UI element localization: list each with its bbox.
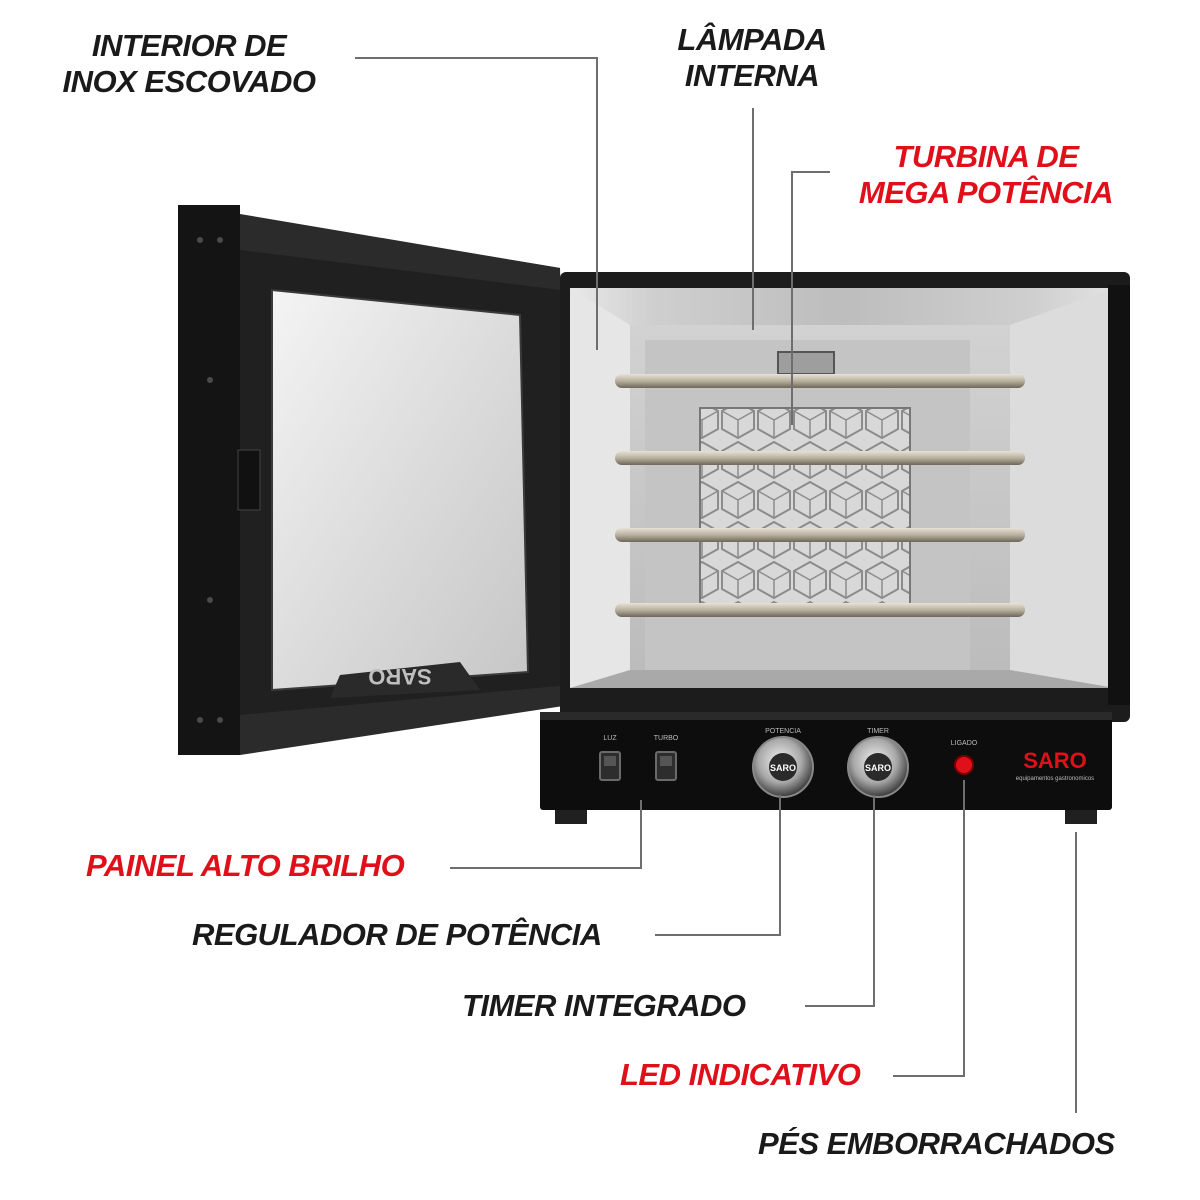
callout-painel: PAINEL ALTO BRILHO <box>86 848 405 883</box>
panel-knob-label-timer: TIMER <box>867 728 889 735</box>
leader-line-turbina <box>791 171 830 425</box>
oven-trays <box>615 374 1025 617</box>
panel-brand-tagline: equipamentos gastronomicos <box>1016 776 1094 782</box>
callout-timer: TIMER INTEGRADO <box>462 988 746 1023</box>
callout-lampada-line1: LÂMPADA <box>677 22 827 57</box>
panel-led-label: LIGADO <box>951 740 978 747</box>
callout-lampada: LÂMPADA INTERNA <box>660 22 844 94</box>
panel-brand-logo: SARO <box>1023 748 1087 773</box>
callout-led: LED INDICATIVO <box>620 1057 861 1092</box>
leader-line-led <box>893 780 965 1077</box>
leader-line-interior <box>355 57 598 350</box>
panel-switch-label-luz: LUZ <box>603 735 617 742</box>
leader-lines <box>355 57 1077 1113</box>
tray <box>615 374 1025 388</box>
panel-knob-label-potencia: POTENCIA <box>765 728 801 735</box>
callout-turbina-line1: TURBINA DE <box>893 139 1079 174</box>
control-panel <box>540 712 1112 824</box>
callout-interior: INTERIOR DE INOX ESCOVADO <box>48 28 330 100</box>
tray <box>615 451 1025 465</box>
led-indicator <box>954 755 974 775</box>
callout-interior-line1: INTERIOR DE <box>91 28 287 63</box>
rubber-foot <box>555 810 587 824</box>
tray <box>615 528 1025 542</box>
leader-line-painel <box>450 800 642 869</box>
leader-line-timer <box>805 795 875 1007</box>
callout-regulador: REGULADOR DE POTÊNCIA <box>192 917 602 952</box>
callout-turbina: TURBINA DE MEGA POTÊNCIA <box>845 139 1127 211</box>
fan-grille <box>699 407 911 609</box>
internal-lamp <box>777 351 835 375</box>
callout-interior-line2: INOX ESCOVADO <box>62 64 316 99</box>
callout-lampada-line2: INTERNA <box>684 58 820 93</box>
callout-pes: PÉS EMBORRACHADOS <box>758 1126 1115 1161</box>
knob-brand: SARO <box>770 763 796 773</box>
rubber-foot <box>1065 810 1097 824</box>
panel-switch-label-turbo: TURBO <box>654 735 679 742</box>
tray <box>615 603 1025 617</box>
oven-door <box>178 205 570 755</box>
knob-brand: SARO <box>865 763 891 773</box>
leader-line-regulador <box>655 795 781 936</box>
callout-turbina-line2: MEGA POTÊNCIA <box>858 175 1114 210</box>
door-logo: SARO <box>368 664 432 689</box>
